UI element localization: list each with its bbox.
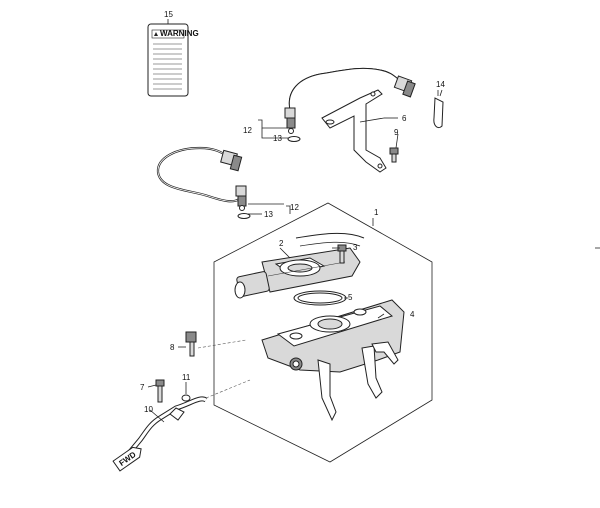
callout-3: 3 (353, 243, 358, 252)
bolt-7 (155, 379, 165, 403)
callout-9: 9 (394, 128, 399, 137)
bracket-part (321, 89, 387, 173)
upper-switch-harness (284, 67, 416, 134)
callout-5: 5 (348, 293, 353, 302)
callout-10: 10 (144, 405, 153, 414)
shift-fork-assembly (261, 299, 405, 422)
callout-4: 4 (410, 310, 415, 319)
warning-label-part: WARNING (147, 19, 199, 97)
callout-12-upper: 12 (243, 126, 252, 135)
callout-8: 8 (170, 343, 175, 352)
callout-12-lower: 12 (290, 203, 299, 212)
lower-switch-harness (156, 146, 247, 211)
assembly-boundary (213, 202, 433, 463)
callout-7: 7 (140, 383, 145, 392)
leader-lines (147, 89, 443, 423)
callout-11: 11 (182, 373, 191, 382)
callout-15: 15 (164, 10, 173, 19)
gasket-5-inner (297, 292, 343, 304)
callout-13-lower: 13 (264, 210, 273, 219)
bolt-8 (185, 331, 197, 357)
clamp-11 (181, 394, 191, 402)
callout-13-upper: 13 (273, 134, 282, 143)
hose-14 (433, 90, 444, 129)
hose-10 (128, 396, 208, 454)
o-ring-lower (237, 213, 251, 219)
o-ring-upper (287, 136, 301, 142)
actuator-motor (234, 232, 365, 299)
callout-1: 1 (374, 208, 379, 217)
bolt-9 (389, 147, 399, 163)
fwd-marker: FWD (112, 446, 142, 472)
callout-2: 2 (279, 239, 284, 248)
warning-label-header: WARNING (160, 29, 199, 38)
callout-14: 14 (436, 80, 445, 89)
callout-6: 6 (402, 114, 407, 123)
